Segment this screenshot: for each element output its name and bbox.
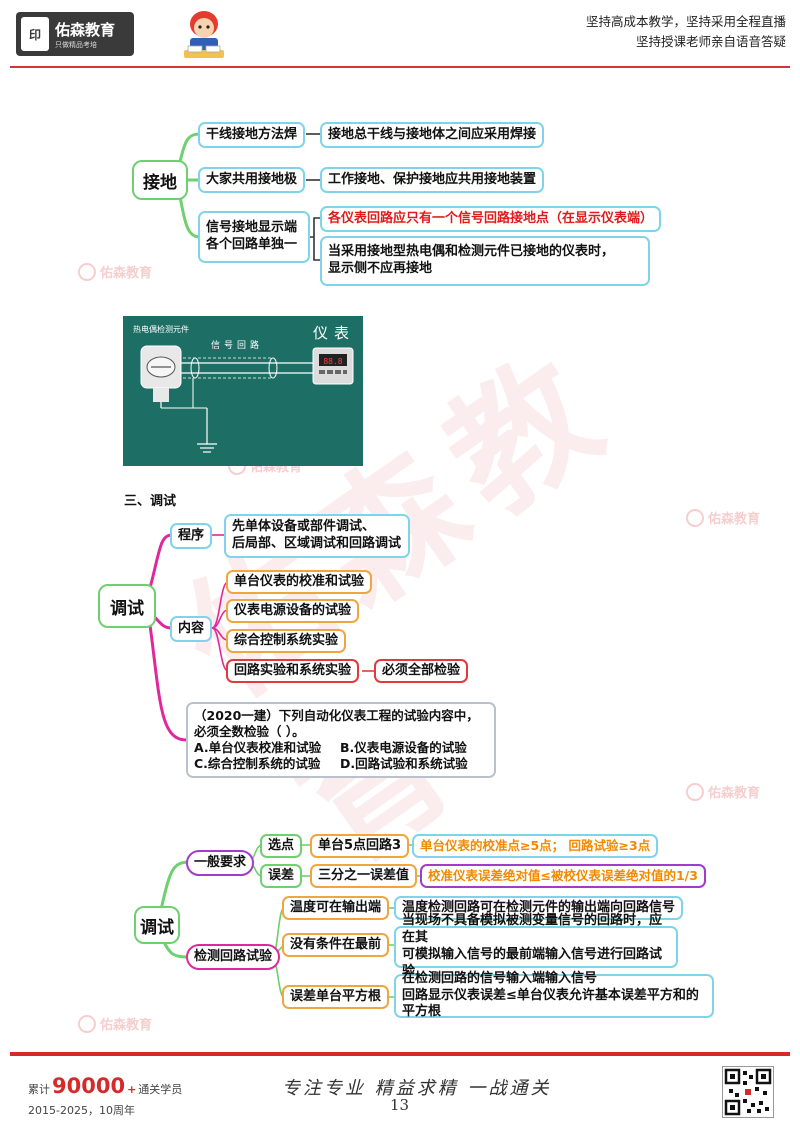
grounding-diagram: 88.8 热电偶检测元件 信号回路 仪表: [123, 316, 363, 466]
grounding-hub: 接地: [132, 160, 188, 200]
watermark-badge: 佑森教育: [78, 1014, 152, 1033]
qr-code-icon: [722, 1066, 774, 1118]
grounding-detail-2: 工作接地、保护接地应共用接地装置: [320, 167, 545, 193]
loop-item-3-detail: 在检测回路的信号输入端输入信号 回路显示仪表误差≤单台仪表允许基本误差平方和的平…: [394, 971, 714, 1019]
debug-content-label: 内容: [170, 616, 213, 642]
watermark-badge: 佑森教育: [686, 508, 760, 527]
footer-stats: 累计 90000 + 通关学员 2015-2025，10周年: [28, 1074, 183, 1117]
grounding-branch-2: 大家共用接地极: [198, 167, 306, 193]
footer-count: 90000: [52, 1074, 126, 1098]
loop-item-2-detail: 当现场不具备模拟被测变量信号的回路时，应在其 可模拟输入信号的最前端输入信号进行…: [394, 913, 678, 979]
select-point-label: 选点: [260, 834, 303, 858]
select-point-value: 单台5点回路3: [310, 834, 410, 858]
footer-rule: [10, 1052, 790, 1056]
loop-test-label: 检测回路试验: [186, 944, 281, 970]
footer-years: 2015-2025，10周年: [28, 1104, 135, 1117]
header-slogan-2: 坚持授课老师亲自语音答疑: [635, 34, 786, 49]
diagram-loop-label: 信号回路: [211, 341, 264, 351]
error-detail: 校准仪表误差绝对值≤被校仪表误差绝对值的1/3: [420, 864, 706, 888]
select-point-detail: 单台仪表的校准点≥5点； 回路试验≥3点: [412, 834, 659, 858]
brand-seal-icon: 印: [21, 17, 49, 51]
grounding-detail-1: 接地总干线与接地体之间应采用焊接: [320, 122, 545, 148]
debug-content-item-1: 单台仪表的校准和试验: [226, 570, 373, 594]
diagram-sensor-label: 热电偶检测元件: [133, 325, 189, 334]
brand-name: 佑森教育: [55, 20, 116, 39]
debug-procedure-detail: 先单体设备或部件调试、 后局部、区域调试和回路调试: [224, 514, 410, 558]
header-rule: [10, 66, 790, 68]
loop-item-2-label: 没有条件在最前: [282, 933, 390, 957]
section-title: 三、调试: [124, 494, 177, 509]
watermark-badge: 佑森教育: [686, 782, 760, 801]
exam-question: （2020一建）下列自动化仪表工程的试验内容中， 必须全数检验（ ）。 A.单台…: [186, 702, 496, 778]
page-number: 13: [390, 1096, 410, 1114]
debug-hub-1: 调试: [98, 584, 156, 628]
diagram-instrument-label: 仪表: [313, 324, 356, 342]
header: 印 佑森教育 只做精品考培 坚持高成本教学，坚持采用全程直播 坚持授课老师亲自语…: [0, 0, 800, 70]
grounding-branch-3: 信号接地显示端 各个回路单独一: [198, 211, 310, 263]
brand-logo: 印 佑森教育 只做精品考培: [16, 12, 134, 56]
error-label: 误差: [260, 864, 303, 888]
brand-subtitle: 只做精品考培: [55, 40, 97, 49]
debug-must-all: 必须全部检验: [374, 659, 469, 683]
loop-item-1-detail: 温度检测回路可在检测元件的输出端向回路信号: [394, 896, 684, 920]
debug-procedure-label: 程序: [170, 523, 213, 549]
header-slogan-1: 坚持高成本教学，坚持采用全程直播: [585, 14, 786, 29]
debug-content-item-4: 回路实验和系统实验: [226, 659, 360, 683]
debug-content-item-3: 综合控制系统实验: [226, 629, 347, 653]
footer-signature: 专注专业 精益求精 一战通关: [282, 1078, 552, 1099]
error-value: 三分之一误差值: [310, 864, 418, 888]
grounding-branch-1: 干线接地方法焊: [198, 122, 306, 148]
grounding-detail-3: 当采用接地型热电偶和检测元件已接地的仪表时， 显示侧不应再接地: [320, 236, 650, 286]
general-requirement-label: 一般要求: [186, 850, 255, 876]
mascot-icon: [178, 6, 230, 62]
watermark-badge: 佑森教育: [78, 262, 152, 281]
loop-item-3-label: 误差单台平方根: [282, 985, 390, 1009]
debug-content-item-2: 仪表电源设备的试验: [226, 599, 360, 623]
debug-hub-2: 调试: [134, 906, 180, 944]
loop-item-1-label: 温度可在输出端: [282, 896, 390, 920]
grounding-detail-3-highlight: 各仪表回路应只有一个信号回路接地点（在显示仪表端）: [320, 206, 662, 232]
svg-text:88.8: 88.8: [323, 357, 342, 366]
